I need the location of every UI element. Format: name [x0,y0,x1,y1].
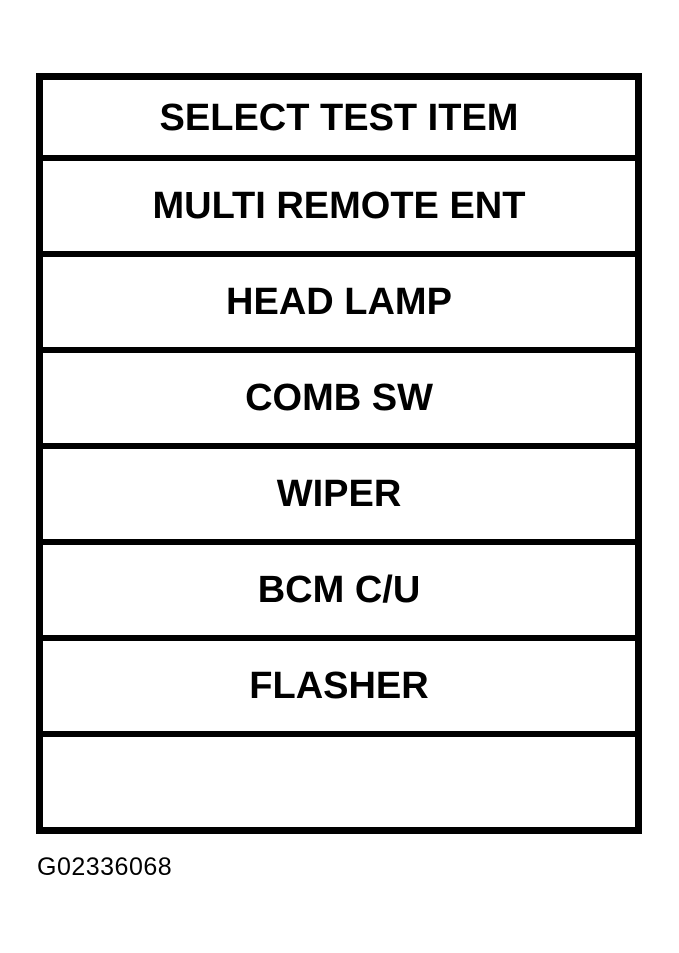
menu-item-label: WIPER [276,473,402,515]
menu-item-label: FLASHER [249,665,429,707]
menu-item-label: MULTI REMOTE ENT [152,185,526,227]
menu-item-head-lamp[interactable]: HEAD LAMP [43,251,635,347]
menu-item-label: HEAD LAMP [226,281,452,323]
menu-item-bcm-cu[interactable]: BCM C/U [43,539,635,635]
figure-id: G02336068 [37,853,173,881]
menu-header: SELECT TEST ITEM [43,80,635,155]
test-item-menu: SELECT TEST ITEM MULTI REMOTE ENT HEAD L… [36,73,642,834]
menu-item-flasher[interactable]: FLASHER [43,635,635,731]
menu-item-empty [43,731,635,827]
menu-item-multi-remote-ent[interactable]: MULTI REMOTE ENT [43,155,635,251]
menu-item-comb-sw[interactable]: COMB SW [43,347,635,443]
menu-item-label: BCM C/U [257,569,421,611]
menu-item-wiper[interactable]: WIPER [43,443,635,539]
menu-item-label: COMB SW [245,377,433,419]
menu-header-label: SELECT TEST ITEM [159,96,519,139]
